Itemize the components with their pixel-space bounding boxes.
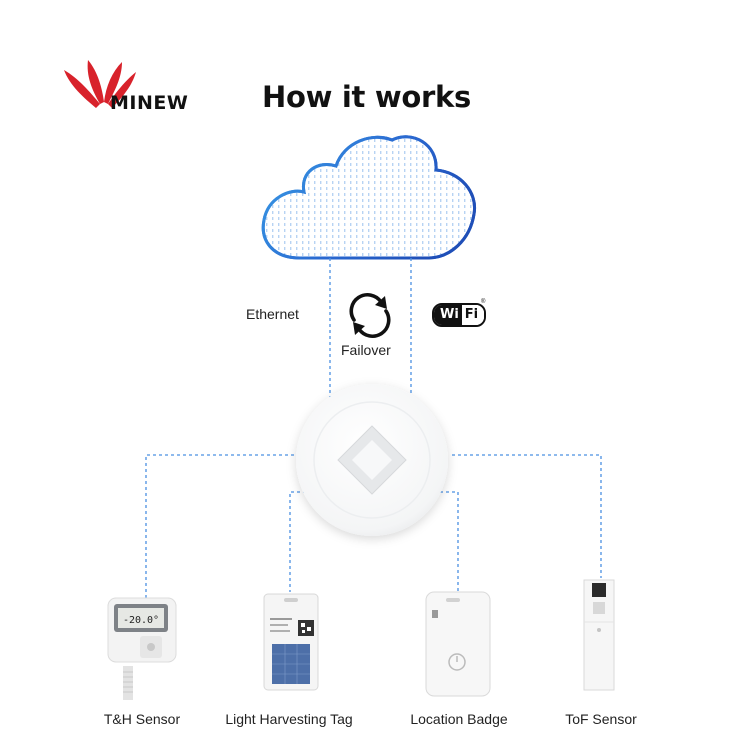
wifi-trademark-mark: ® <box>481 299 486 305</box>
th-sensor-device <box>107 597 177 700</box>
link-tof-sensor <box>452 454 602 578</box>
gateway-diamond-icon <box>313 401 431 519</box>
device-label-tof-sensor: ToF Sensor <box>565 711 637 727</box>
link-th-sensor <box>145 454 300 600</box>
brand-logo-text: MINEW <box>110 92 189 114</box>
device-label-th-sensor: T&H Sensor <box>103 711 181 727</box>
ethernet-label: Ethernet <box>246 306 299 322</box>
failover-icon <box>349 292 391 339</box>
page-title: How it works <box>262 80 471 114</box>
wifi-badge: Wi Fi <box>432 303 487 327</box>
device-label-location-badge: Location Badge <box>410 711 508 727</box>
tof-sensor-device <box>583 579 615 691</box>
device-label-light-harvesting-tag: Light Harvesting Tag <box>225 711 353 727</box>
link-location-badge <box>440 491 459 592</box>
cloud-icon <box>261 135 477 260</box>
th-sensor-screen-value: -20.0° <box>123 615 159 626</box>
failover-label: Failover <box>341 342 391 358</box>
location-badge-device <box>425 591 491 697</box>
minew-logo-icon <box>64 60 136 108</box>
light-harvesting-tag-device <box>263 593 319 691</box>
wifi-badge-right: Fi <box>461 305 485 325</box>
wifi-badge-left: Wi <box>434 305 462 325</box>
